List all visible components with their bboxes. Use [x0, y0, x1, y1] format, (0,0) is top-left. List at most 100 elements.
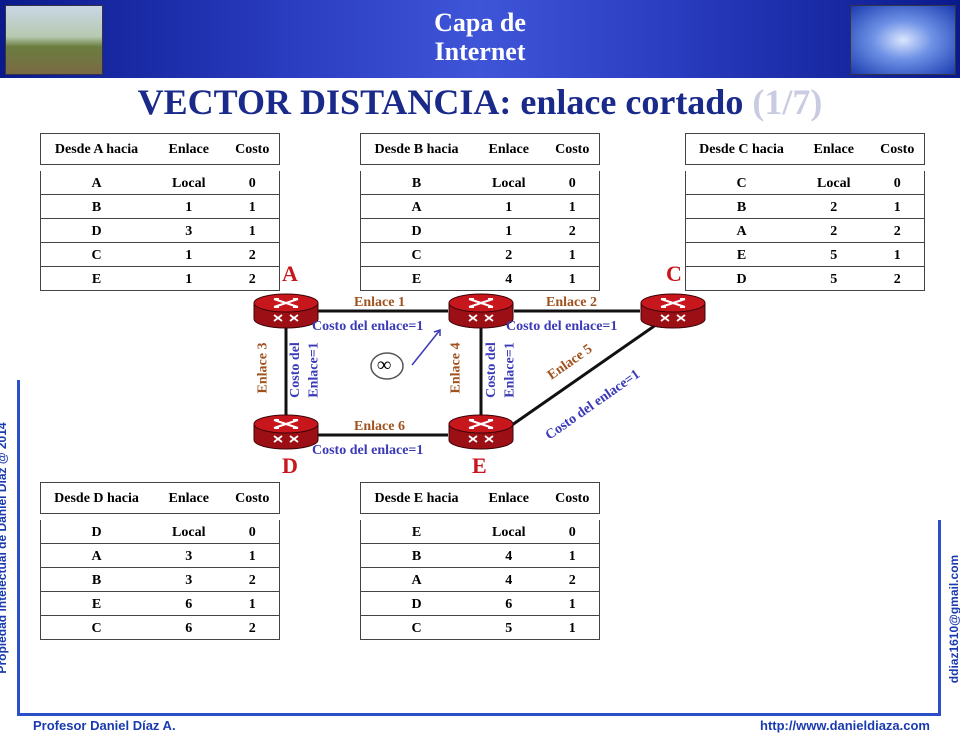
table-cell: 4: [505, 548, 513, 564]
table-cell: 1: [185, 271, 193, 287]
table-row: E 4 1: [360, 267, 600, 291]
table-cell: 6: [185, 596, 193, 612]
header-title: Capa de Internet: [434, 8, 526, 66]
table-cell: 1: [568, 548, 576, 564]
node-label-d: D: [282, 453, 298, 478]
link-6-label: Enlace 6: [354, 419, 405, 434]
header-cost: Costo: [235, 142, 270, 157]
hands-globe-image: [850, 5, 956, 75]
table-cell: D: [411, 596, 422, 612]
table-cell: 2: [248, 247, 256, 263]
table-cell: 0: [248, 175, 256, 191]
footer-website[interactable]: http://www.danieldiaza.com: [760, 718, 930, 733]
link-1-label: Enlace 1: [354, 295, 405, 310]
table-cell: 6: [185, 620, 193, 636]
table-cell: E: [91, 271, 102, 287]
table-cell: B: [736, 199, 747, 215]
router-b-icon: [448, 293, 514, 329]
footer-author: Profesor Daniel Díaz A.: [33, 718, 176, 733]
link-3-cost-line1: Costo del: [287, 342, 303, 398]
table-cell: 2: [893, 271, 901, 287]
table-cell: Local: [492, 524, 526, 540]
table-cell: 2: [505, 247, 513, 263]
node-label-c: C: [666, 261, 682, 286]
frame-line-bottom: [17, 713, 941, 716]
table-cell: Local: [492, 175, 526, 191]
page-counter: (1/7): [752, 82, 823, 122]
table-cell: A: [411, 199, 422, 215]
table-cell: B: [411, 548, 422, 564]
table-cell: B: [91, 199, 102, 215]
header-dest: Desde A hacia: [54, 142, 139, 157]
table-cell: E: [411, 271, 422, 287]
broken-link-marker: [370, 352, 404, 380]
infinity-symbol: ∞: [377, 354, 392, 376]
header-link: Enlace: [168, 142, 209, 157]
table-cell: B: [411, 175, 422, 191]
header-link: Enlace: [168, 491, 209, 506]
link-1-cost: Costo del enlace=1: [312, 319, 424, 334]
header-cost: Costo: [235, 491, 270, 506]
table-cell: C: [411, 247, 422, 263]
broken-link-arrow: [411, 329, 441, 366]
table-row: C 6 2: [40, 616, 280, 640]
link-4-label: Enlace 4: [448, 342, 464, 394]
broken-link-arrowhead: [433, 328, 441, 336]
header-link: Enlace: [813, 142, 854, 157]
header-dest: Desde C hacia: [699, 142, 784, 157]
table-cell: C: [91, 620, 102, 636]
table-cell: B: [91, 572, 102, 588]
table-cell: C: [411, 620, 422, 636]
header-dest: Desde E hacia: [374, 491, 459, 506]
table-cell: 1: [568, 620, 576, 636]
header-link: Enlace: [488, 491, 529, 506]
table-cell: D: [736, 271, 747, 287]
table-cell: 1: [568, 271, 576, 287]
link-3-cost-line2: Enlace=1: [306, 342, 322, 398]
link-6-cost: Costo del enlace=1: [312, 443, 424, 458]
table-cell: 5: [830, 271, 838, 287]
table-header: Desde A hacia Enlace Costo: [40, 133, 280, 165]
table-cell: 6: [505, 596, 513, 612]
link-3-label: Enlace 3: [255, 342, 271, 394]
router-c-icon: [640, 293, 706, 329]
table-cell: 2: [248, 620, 256, 636]
table-cell: 1: [185, 247, 193, 263]
frame-line-left: [17, 380, 20, 716]
table-cell: 5: [505, 620, 513, 636]
link-4-cost-line2: Enlace=1: [502, 342, 518, 398]
table-cell: D: [411, 223, 422, 239]
table-cell: 3: [185, 548, 193, 564]
table-cell: E: [736, 247, 747, 263]
table-cell: A: [91, 548, 102, 564]
table-row: C 5 1: [360, 616, 600, 640]
table-cell: 3: [185, 223, 193, 239]
table-cell: 4: [505, 271, 513, 287]
table-cell: 2: [568, 223, 576, 239]
table-cell: 4: [505, 572, 513, 588]
node-label-a: A: [282, 261, 298, 286]
table-cell: 0: [248, 524, 256, 540]
